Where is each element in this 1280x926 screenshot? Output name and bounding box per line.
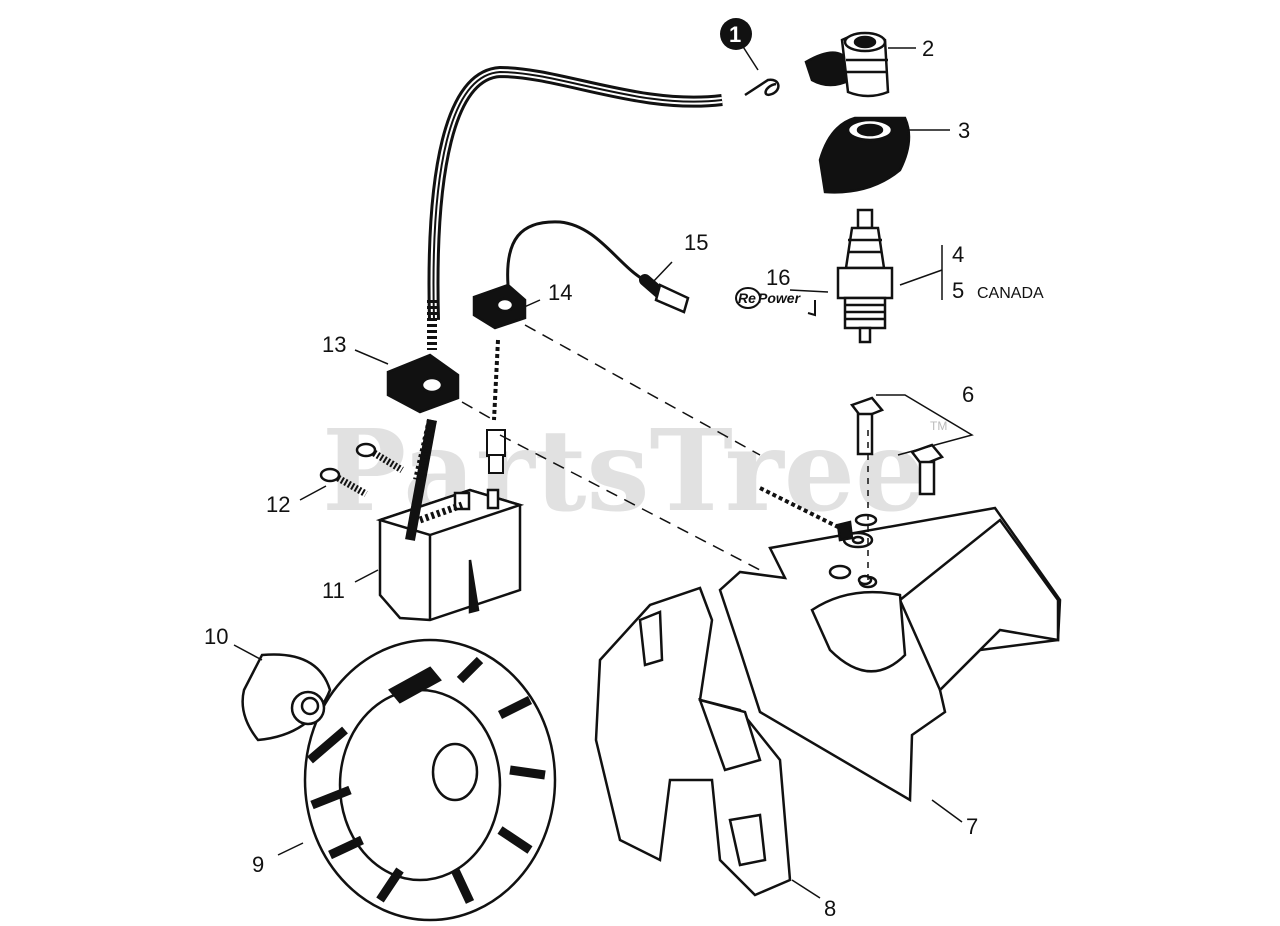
callout-4[interactable]: 4 <box>952 242 964 267</box>
callout-15[interactable]: 15 <box>684 230 708 255</box>
leader-lines <box>233 41 974 899</box>
part-spring[interactable] <box>744 78 780 97</box>
alignment-lines <box>461 324 869 580</box>
callout-16[interactable]: 16 <box>766 265 790 290</box>
callout-1-badge <box>720 18 752 50</box>
repower-suffix: Power <box>758 290 802 306</box>
repower-logo: Re Power <box>735 287 816 317</box>
part-grommet-13[interactable] <box>386 353 460 414</box>
part-coil-screws[interactable] <box>319 442 404 498</box>
callout-9[interactable]: 9 <box>252 852 264 877</box>
callout-3[interactable]: 3 <box>958 118 970 143</box>
repower-logo-emblem <box>735 287 761 309</box>
part-fan-shroud[interactable] <box>594 586 792 897</box>
repower-prefix: Re <box>738 290 756 306</box>
callout-11[interactable]: 11 <box>322 578 345 603</box>
callout-14[interactable]: 14 <box>548 280 572 305</box>
part-ht-lead[interactable] <box>405 65 723 541</box>
part-bolts[interactable] <box>759 396 945 586</box>
callout-7[interactable]: 7 <box>966 814 978 839</box>
callout-5-note: CANADA <box>977 285 1044 302</box>
callout-1[interactable]: 1 <box>729 22 741 47</box>
callout-10[interactable]: 10 <box>204 624 228 649</box>
part-flywheel-nut[interactable] <box>241 653 332 742</box>
callout-6[interactable]: 6 <box>962 382 974 407</box>
callout-2[interactable]: 2 <box>922 36 934 61</box>
part-plug-boot[interactable] <box>818 116 911 194</box>
part-grommet-14[interactable] <box>472 283 527 330</box>
callout-13[interactable]: 13 <box>322 332 346 357</box>
part-heat-shield[interactable] <box>718 506 1062 803</box>
part-spark-plug[interactable] <box>836 208 894 344</box>
callout-8[interactable]: 8 <box>824 896 836 921</box>
part-spark-plug-cap[interactable] <box>804 31 890 98</box>
part-stop-wire[interactable] <box>486 220 690 474</box>
part-flywheel[interactable] <box>303 638 557 922</box>
watermark-trademark: TM <box>930 419 947 433</box>
callout-5[interactable]: 5 <box>952 278 964 303</box>
callout-12[interactable]: 12 <box>266 492 290 517</box>
